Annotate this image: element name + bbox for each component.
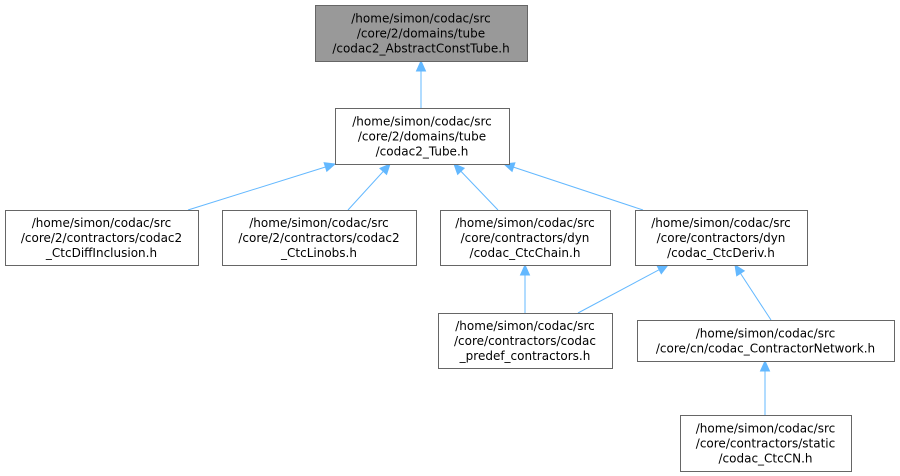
- node-label-line: /core/2/contractors/codac2: [238, 231, 399, 245]
- node-label-line: /codac2_AbstractConstTube.h: [332, 42, 509, 56]
- node-label-line: /codac_CtcDeriv.h: [667, 246, 775, 260]
- node-label-line: _predef_contractors.h: [459, 349, 591, 363]
- graph-node-n8[interactable]: /home/simon/codac/src/core/contractors/s…: [680, 415, 852, 472]
- graph-node-n3[interactable]: /home/simon/codac/src/core/2/contractors…: [222, 210, 417, 266]
- node-box: [335, 108, 510, 165]
- node-box: [438, 313, 613, 369]
- node-label-line: /home/simon/codac/src: [651, 216, 790, 230]
- edge-n4-n1: [453, 163, 499, 211]
- graph-node-n5[interactable]: /home/simon/codac/src/core/contractors/d…: [635, 210, 808, 266]
- edge-line: [460, 170, 499, 211]
- node-box: [635, 210, 808, 266]
- node-box: [5, 210, 199, 266]
- node-label-line: /core/contractors/static: [696, 437, 835, 451]
- edge-n6-n5: [577, 264, 670, 314]
- node-box: [680, 415, 852, 472]
- nodes-layer: /home/simon/codac/src/core/2/domains/tub…: [5, 5, 895, 472]
- node-label-line: _CtcLinobs.h: [280, 246, 357, 260]
- edge-arrowhead: [734, 263, 746, 277]
- graph-node-n4[interactable]: /home/simon/codac/src/core/contractors/d…: [440, 210, 611, 266]
- node-label-line: /home/simon/codac/src: [696, 422, 835, 436]
- graph-node-n2[interactable]: /home/simon/codac/src/core/2/contractors…: [5, 210, 199, 266]
- node-label-line: /core/contractors/codac: [454, 334, 596, 348]
- edge-n8-n7: [759, 359, 771, 415]
- edge-n5-n1: [502, 162, 644, 211]
- node-label-line: /codac2_Tube.h: [376, 145, 469, 159]
- edge-arrowhead: [415, 59, 427, 72]
- node-label-line: /core/2/domains/tube: [357, 27, 485, 41]
- edge-n6-n4: [519, 263, 531, 313]
- node-box: [637, 320, 895, 362]
- edge-arrowhead: [759, 359, 771, 372]
- graph-node-n1[interactable]: /home/simon/codac/src/core/2/domains/tub…: [335, 108, 510, 165]
- edge-arrowhead: [323, 162, 337, 173]
- node-box: [315, 5, 528, 62]
- edge-arrowhead: [656, 264, 670, 275]
- node-label-line: /codac_CtcCN.h: [718, 452, 812, 466]
- node-label-line: /home/simon/codac/src: [351, 12, 490, 26]
- node-label-line: /home/simon/codac/src: [352, 115, 491, 129]
- graph-node-n0: /home/simon/codac/src/core/2/domains/tub…: [315, 5, 528, 62]
- node-label-line: /home/simon/codac/src: [32, 216, 171, 230]
- graph-node-n7[interactable]: /home/simon/codac/src/core/cn/codac_Cont…: [637, 320, 895, 362]
- edge-n3-n1: [347, 163, 391, 211]
- node-label-line: /core/2/domains/tube: [358, 130, 486, 144]
- edge-arrowhead: [453, 163, 466, 176]
- edge-n1-n0: [415, 59, 427, 108]
- edges-layer: [187, 59, 772, 415]
- edge-line: [740, 273, 772, 321]
- node-label-line: _CtcDiffInclusion.h: [45, 246, 157, 260]
- node-label-line: /codac_CtcChain.h: [470, 246, 581, 260]
- node-box: [440, 210, 611, 266]
- node-label-line: /home/simon/codac/src: [455, 216, 594, 230]
- node-label-line: /core/2/contractors/codac2: [21, 231, 182, 245]
- edge-arrowhead: [519, 263, 531, 276]
- node-label-line: /core/contractors/dyn: [461, 231, 590, 245]
- node-label-line: /core/contractors/dyn: [657, 231, 786, 245]
- node-label-line: /home/simon/codac/src: [696, 327, 835, 341]
- node-label-line: /core/cn/codac_ContractorNetwork.h: [656, 342, 875, 356]
- edge-n7-n5: [734, 263, 772, 321]
- edge-line: [513, 166, 644, 211]
- edge-arrowhead: [379, 163, 391, 176]
- node-label-line: /home/simon/codac/src: [249, 216, 388, 230]
- graph-node-n6[interactable]: /home/simon/codac/src/core/contractors/c…: [438, 313, 613, 369]
- edge-line: [187, 166, 326, 211]
- edge-line: [347, 171, 384, 211]
- node-label-line: /home/simon/codac/src: [455, 319, 594, 333]
- node-box: [222, 210, 417, 266]
- edge-line: [577, 269, 660, 314]
- edge-n2-n1: [187, 162, 337, 211]
